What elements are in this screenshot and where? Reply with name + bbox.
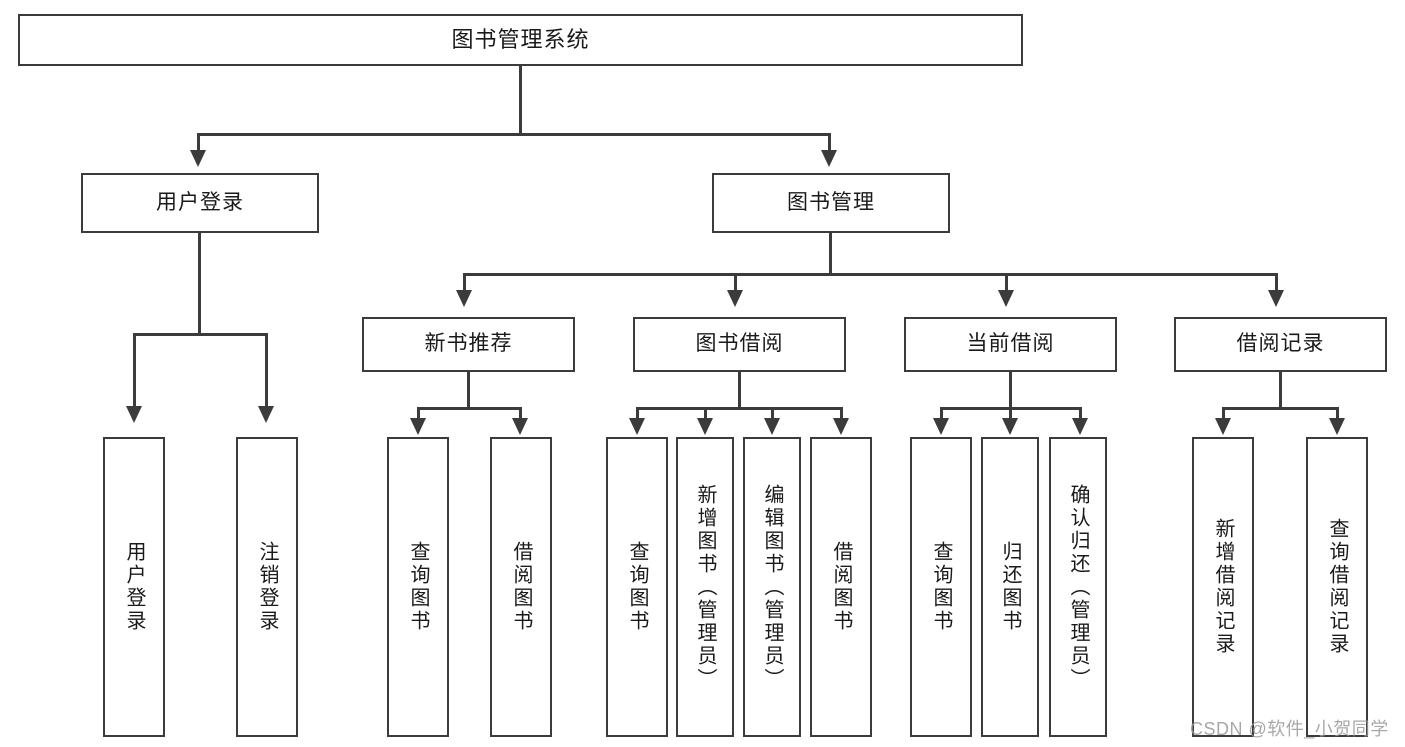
leaf-bb-query-book[interactable]: 查询图书 [606, 437, 668, 737]
connector-book-manage-drop-4 [1275, 273, 1278, 291]
node-label: 编辑图书（管理员） [761, 483, 783, 691]
connector-book-borrow-drop-4 [840, 407, 843, 419]
leaf-logout[interactable]: 注销登录 [236, 437, 298, 737]
leaf-br-query-record[interactable]: 查询借阅记录 [1306, 437, 1368, 737]
leaf-cb-return-book[interactable]: 归还图书 [981, 437, 1039, 737]
connector-book-manage-bar [463, 273, 1278, 276]
connector-book-manage-drop-3 [1005, 273, 1008, 291]
connector-book-manage-drop-2 [734, 273, 737, 291]
node-root-system[interactable]: 图书管理系统 [18, 14, 1023, 66]
node-borrow-record[interactable]: 借阅记录 [1174, 317, 1387, 372]
connector-book-borrow-drop-3 [771, 407, 774, 419]
arrow-to-leaf-bb-query [629, 418, 645, 435]
connector-current-borrow-drop-2 [1009, 407, 1012, 419]
arrow-to-new-book-recommend [456, 290, 472, 307]
connector-root-bar [197, 133, 831, 136]
leaf-br-add-record[interactable]: 新增借阅记录 [1192, 437, 1254, 737]
connector-current-borrow-drop-3 [1079, 407, 1082, 419]
node-label: 新增图书（管理员） [694, 483, 716, 691]
node-label: 借阅图书 [830, 541, 852, 633]
node-label: 查询借阅记录 [1326, 518, 1348, 656]
leaf-bb-borrow-book[interactable]: 借阅图书 [810, 437, 872, 737]
arrow-to-book-manage [821, 150, 837, 167]
connector-user-login-drop-1 [133, 333, 136, 407]
connector-borrow-record-stem [1279, 372, 1282, 410]
leaf-nb-borrow-book[interactable]: 借阅图书 [490, 437, 552, 737]
connector-user-login-stem [198, 233, 201, 335]
node-label: 图书管理 [787, 190, 875, 214]
node-label: 归还图书 [999, 541, 1021, 633]
leaf-cb-confirm-return[interactable]: 确认归还（管理员） [1049, 437, 1107, 737]
arrow-to-user-login [190, 150, 206, 167]
connector-new-book-drop-2 [519, 407, 522, 419]
arrow-to-leaf-cb-query [933, 418, 949, 435]
arrow-to-leaf-bb-borrow [833, 418, 849, 435]
node-label: 确认归还（管理员） [1067, 483, 1089, 691]
connector-root-stem [519, 66, 522, 135]
connector-book-borrow-drop-2 [704, 407, 707, 419]
node-label: 用户登录 [156, 190, 244, 214]
node-label: 借阅记录 [1236, 332, 1325, 356]
node-label: 注销登录 [256, 541, 278, 633]
arrow-to-leaf-nb-query [410, 418, 426, 435]
arrow-to-leaf-logout [258, 406, 274, 423]
node-current-borrow[interactable]: 当前借阅 [904, 317, 1117, 372]
watermark-text: CSDN @软件_小贺同学 [1190, 719, 1389, 739]
node-book-manage[interactable]: 图书管理 [712, 173, 950, 233]
node-label: 新书推荐 [424, 332, 513, 356]
node-label: 查询图书 [407, 541, 429, 633]
connector-borrow-record-bar [1222, 407, 1339, 410]
node-label: 新增借阅记录 [1212, 518, 1234, 656]
node-label: 当前借阅 [966, 332, 1055, 356]
connector-current-borrow-stem [1009, 372, 1012, 410]
leaf-bb-add-book[interactable]: 新增图书（管理员） [676, 437, 734, 737]
connector-current-borrow-drop-1 [940, 407, 943, 419]
leaf-cb-query-book[interactable]: 查询图书 [910, 437, 972, 737]
leaf-bb-edit-book[interactable]: 编辑图书（管理员） [743, 437, 801, 737]
arrow-to-leaf-user-login [126, 406, 142, 423]
node-label: 查询图书 [626, 541, 648, 633]
connector-book-manage-drop-1 [463, 273, 466, 291]
leaf-user-login[interactable]: 用户登录 [103, 437, 165, 737]
connector-book-borrow-stem [738, 372, 741, 410]
connector-book-borrow-drop-1 [636, 407, 639, 419]
node-label: 借阅图书 [510, 541, 532, 633]
connector-borrow-record-drop-2 [1336, 407, 1339, 419]
connector-new-book-bar [417, 407, 522, 410]
arrow-to-leaf-bb-edit [764, 418, 780, 435]
node-book-borrow[interactable]: 图书借阅 [633, 317, 846, 372]
node-label: 查询图书 [930, 541, 952, 633]
connector-user-login-drop-2 [265, 333, 268, 407]
arrow-to-leaf-br-add [1215, 418, 1231, 435]
node-label: 图书管理系统 [451, 27, 590, 53]
connector-root-drop-left [197, 133, 200, 151]
arrow-to-leaf-bb-add [697, 418, 713, 435]
node-new-book-recommend[interactable]: 新书推荐 [362, 317, 575, 372]
node-label: 图书借阅 [695, 332, 784, 356]
connector-book-manage-stem [829, 233, 832, 275]
connector-new-book-stem [467, 372, 470, 410]
connector-root-drop-right [828, 133, 831, 151]
arrow-to-leaf-cb-confirm [1072, 418, 1088, 435]
node-user-login[interactable]: 用户登录 [81, 173, 319, 233]
arrow-to-current-borrow [998, 290, 1014, 307]
arrow-to-leaf-cb-return [1002, 418, 1018, 435]
leaf-nb-query-book[interactable]: 查询图书 [387, 437, 449, 737]
connector-book-borrow-bar [636, 407, 843, 410]
arrow-to-leaf-br-query [1329, 418, 1345, 435]
connector-user-login-bar [133, 333, 268, 336]
arrow-to-borrow-record [1268, 290, 1284, 307]
node-label: 用户登录 [123, 541, 145, 633]
connector-borrow-record-drop-1 [1222, 407, 1225, 419]
arrow-to-book-borrow [727, 290, 743, 307]
arrow-to-leaf-nb-borrow [512, 418, 528, 435]
connector-new-book-drop-1 [417, 407, 420, 419]
